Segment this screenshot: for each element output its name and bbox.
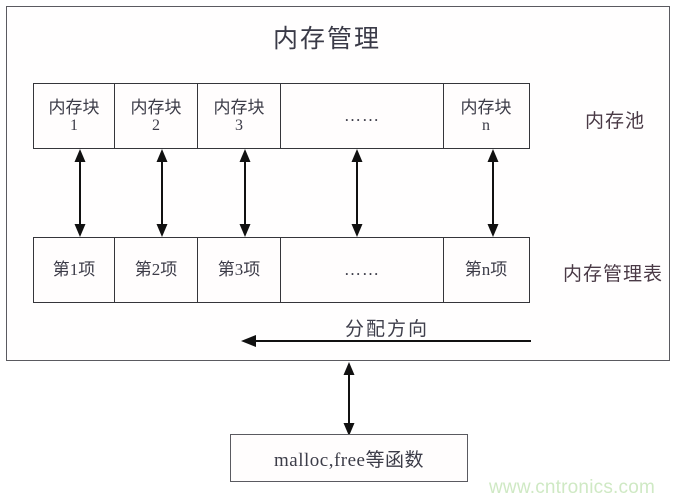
link-arrow-2-icon xyxy=(155,149,169,237)
diagram-title: 内存管理 xyxy=(272,26,381,53)
memory-pool-cell-3-sub: 3 xyxy=(235,116,243,134)
link-arrow-n-icon xyxy=(486,149,500,237)
memory-pool-cell-2: 内存块 2 xyxy=(115,84,198,148)
link-arrow-1-icon xyxy=(73,149,87,237)
memory-pool-cell-n-main: 内存块 xyxy=(460,97,512,117)
allocation-direction-label: 分配方向 xyxy=(344,319,429,340)
link-arrow-ellipsis-icon xyxy=(350,149,364,237)
link-arrow-3-icon xyxy=(238,149,252,237)
memory-pool-cell-2-sub: 2 xyxy=(152,116,160,134)
memory-pool-cell-1-main: 内存块 xyxy=(48,97,100,117)
memory-table-row: 第1项 第2项 第3项 …… 第n项 xyxy=(33,237,530,303)
memory-table-cell-n: 第n项 xyxy=(444,238,528,302)
memory-pool-ellipsis-main: …… xyxy=(344,106,380,126)
allocation-direction-arrow-icon xyxy=(241,333,531,349)
memory-table-cell-n-main: 第n项 xyxy=(464,260,508,280)
memory-pool-cell-3-main: 内存块 xyxy=(213,97,265,117)
function-box-label: malloc,free等函数 xyxy=(274,449,424,471)
memory-pool-cell-1: 内存块 1 xyxy=(34,84,115,148)
memory-management-container: 内存管理 内存块 1 内存块 2 内存块 3 …… 内存块 n 内存池 xyxy=(6,6,670,361)
memory-table-cell-3-main: 第3项 xyxy=(217,260,261,280)
memory-table-cell-ellipsis: …… xyxy=(281,238,444,302)
memory-pool-cell-3: 内存块 3 xyxy=(198,84,281,148)
memory-pool-cell-2-main: 内存块 xyxy=(130,97,182,117)
watermark-text: www.cntronics.com xyxy=(489,477,655,498)
memory-pool-cell-1-sub: 1 xyxy=(70,116,78,134)
memory-table-cell-3: 第3项 xyxy=(198,238,281,302)
memory-pool-cell-n-sub: n xyxy=(482,116,490,134)
memory-table-cell-1: 第1项 xyxy=(34,238,115,302)
memory-table-cell-2: 第2项 xyxy=(115,238,198,302)
memory-pool-cell-n: 内存块 n xyxy=(444,84,528,148)
memory-table-cell-2-main: 第2项 xyxy=(134,260,178,280)
memory-pool-cell-ellipsis: …… xyxy=(281,84,444,148)
memory-pool-label: 内存池 xyxy=(585,111,646,132)
function-box: malloc,free等函数 xyxy=(230,434,468,482)
memory-table-label: 内存管理表 xyxy=(563,264,664,285)
container-to-function-arrow-icon xyxy=(342,362,356,436)
memory-table-cell-1-main: 第1项 xyxy=(52,260,96,280)
memory-pool-row: 内存块 1 内存块 2 内存块 3 …… 内存块 n xyxy=(33,83,530,149)
memory-table-ellipsis-main: …… xyxy=(344,260,380,280)
